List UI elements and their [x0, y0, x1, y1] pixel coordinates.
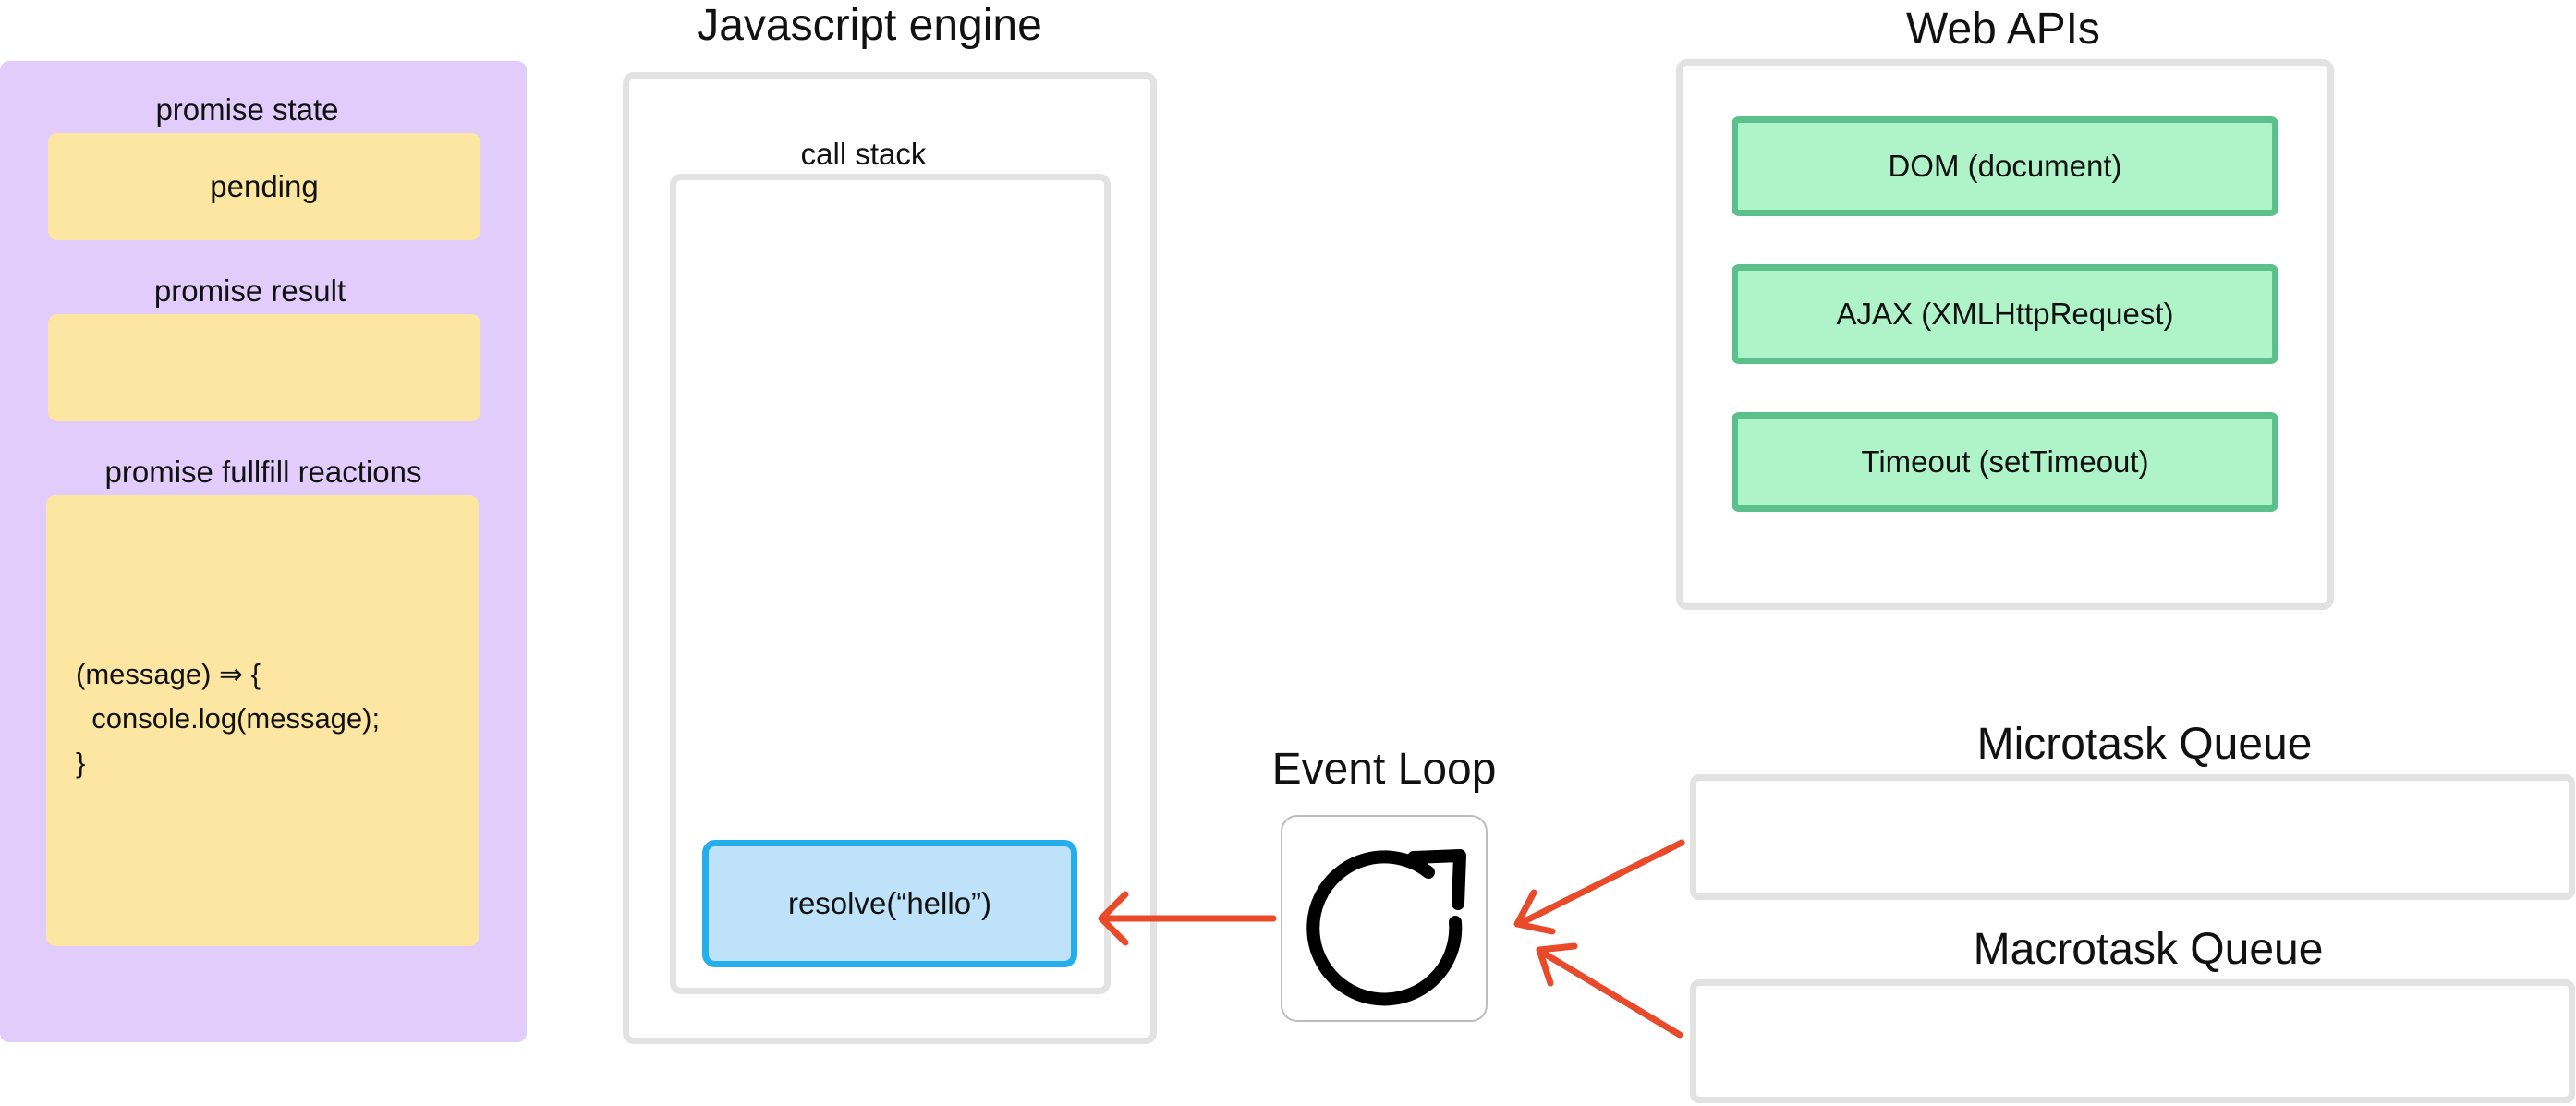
api-timeout-label: Timeout (setTimeout): [1861, 444, 2149, 479]
event-loop-title: Event Loop: [1271, 745, 1497, 794]
api-dom-label: DOM (document): [1888, 149, 2122, 183]
promise-result-box: [48, 314, 480, 421]
promise-state-value: pending: [210, 169, 319, 203]
promise-result-label: promise result: [153, 273, 346, 308]
promise-state-box: pending: [48, 133, 480, 240]
arrow-event-loop-to-call-stack: [1098, 891, 1277, 946]
api-timeout: Timeout (setTimeout): [1732, 412, 2278, 512]
stack-frame-resolve: resolve(“hello”): [702, 840, 1077, 967]
web-apis-title: Web APIs: [1906, 5, 2100, 54]
arrow-macrotask-to-event-loop: [1536, 942, 1683, 1039]
api-ajax-label: AJAX (XMLHttpRequest): [1836, 297, 2174, 331]
api-dom: DOM (document): [1732, 116, 2278, 216]
reaction-code-line-3: }: [76, 747, 86, 779]
refresh-icon: [1306, 849, 1466, 1006]
microtask-queue-title: Microtask Queue: [1976, 720, 2313, 769]
promise-reactions-label: promise fullfill reactions: [104, 455, 422, 489]
call-stack-label: call stack: [800, 137, 927, 171]
engine-title: Javascript engine: [697, 1, 1042, 50]
macrotask-queue-title: Macrotask Queue: [1973, 925, 2324, 974]
arrow-microtask-to-event-loop: [1513, 839, 1685, 935]
stack-frame-label: resolve(“hello”): [787, 886, 992, 920]
api-ajax: AJAX (XMLHttpRequest): [1732, 264, 2278, 364]
event-loop-box: [1281, 815, 1488, 1022]
reaction-code-line-1: (message) ⇒ {: [76, 658, 261, 690]
macrotask-queue: [1690, 979, 2575, 1103]
microtask-queue: [1690, 774, 2575, 900]
promise-reactions-box: (message) ⇒ { console.log(message); }: [46, 495, 479, 946]
promise-state-label: promise state: [155, 92, 339, 127]
reaction-code-line-2: console.log(message);: [76, 702, 381, 735]
